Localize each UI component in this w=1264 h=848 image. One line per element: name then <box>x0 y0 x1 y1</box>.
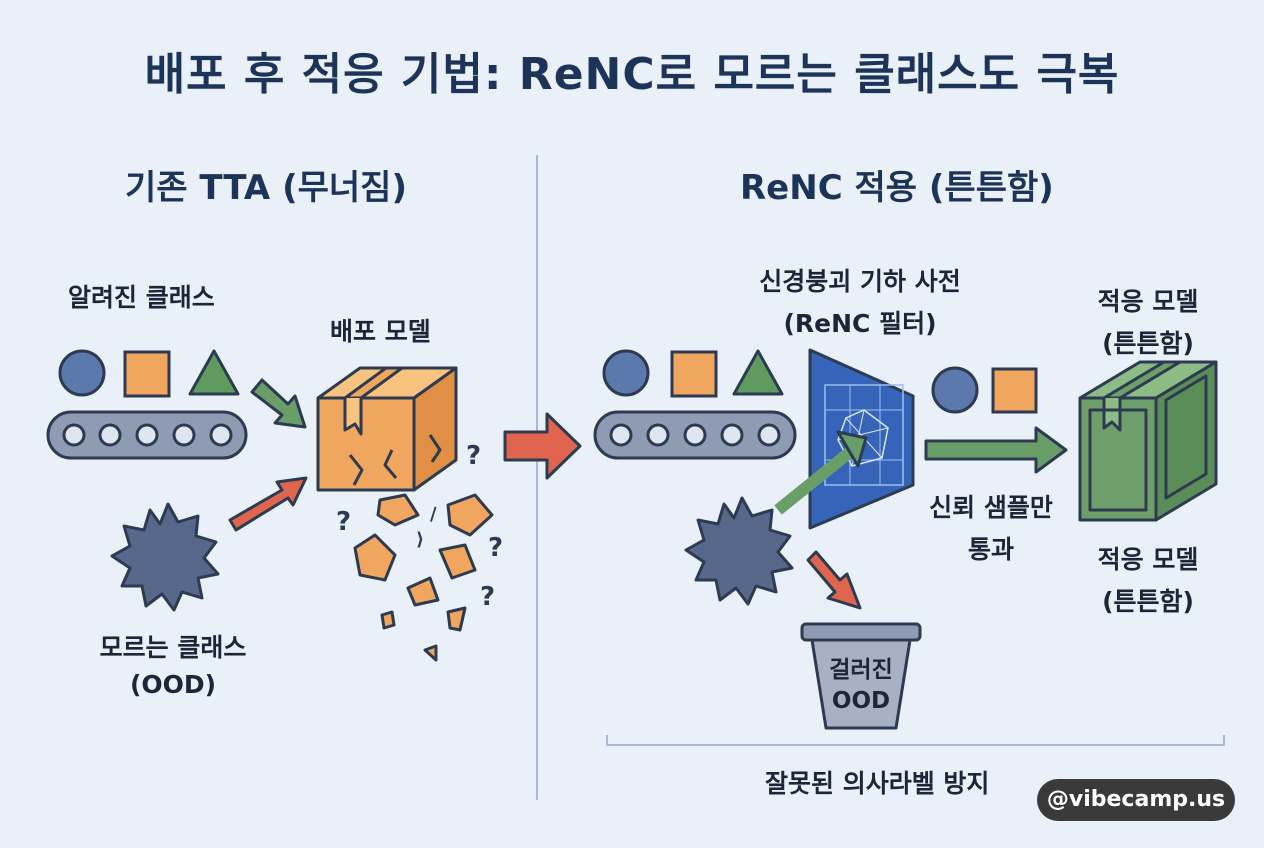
deployed-model-label: 배포 모델 <box>330 317 431 346</box>
page-title: 배포 후 적응 기법: ReNC로 모르는 클래스도 극복 <box>144 49 1120 100</box>
adapted-model-top-line2: (튼튼함) <box>1102 329 1194 358</box>
triangle-shape-icon <box>188 349 240 396</box>
filtered-ood-label: 걸러진 OOD <box>812 650 910 714</box>
svg-text:∕: ∕ <box>430 504 437 525</box>
adapted-model-bottom-line1: 적응 모델 <box>1097 545 1199 574</box>
spiky-ood-icon <box>110 502 220 612</box>
conveyor-belt-icon <box>46 410 248 460</box>
circle-shape-icon <box>58 349 106 397</box>
green-arrow-head-icon <box>836 430 868 468</box>
adapted-model-bottom-line2: (튼튼함) <box>1102 587 1194 616</box>
filter-label-line2: (ReNC 필터) <box>783 309 937 338</box>
prevent-label: 잘못된 의사라벨 방지 <box>765 769 990 798</box>
filtered-ood-line1: 걸러진 <box>829 657 893 683</box>
svg-text:⟩: ⟩ <box>416 529 424 550</box>
pass-label-line2: 통과 <box>967 535 1014 564</box>
bracket-icon <box>606 735 1225 746</box>
filter-label-line1: 신경붕괴 기하 사전 <box>759 267 961 296</box>
green-arrow-icon <box>774 447 854 515</box>
broken-box-icon <box>316 366 458 492</box>
spiky-ood-icon <box>684 496 794 606</box>
square-shape-icon <box>670 350 718 398</box>
svg-text:?: ? <box>488 533 503 563</box>
adapted-box-icon <box>1078 360 1218 522</box>
filter-label: 신경붕괴 기하 사전 (ReNC 필터) <box>740 262 980 340</box>
trash-bin-icon <box>800 622 922 730</box>
circle-shape-icon <box>931 366 979 414</box>
unknown-classes-line1: 모르는 클래스 <box>99 633 247 662</box>
red-arrow-icon <box>228 476 308 532</box>
unknown-classes-line2: (OOD) <box>129 670 217 699</box>
unknown-classes-label: 모르는 클래스 (OOD) <box>78 628 268 699</box>
adapted-model-top-line1: 적응 모델 <box>1097 287 1199 316</box>
svg-text:?: ? <box>466 441 481 471</box>
known-classes-label: 알려진 클래스 <box>68 283 215 312</box>
left-section-heading: 기존 TTA (무너짐) <box>125 168 407 208</box>
svg-text:?: ? <box>336 507 351 537</box>
right-section-heading: ReNC 적용 (튼튼함) <box>740 168 1054 208</box>
pass-label: 신뢰 샘플만 통과 <box>916 488 1066 566</box>
pass-arrow-icon <box>924 426 1068 474</box>
pass-label-line1: 신뢰 샘플만 <box>929 493 1053 522</box>
red-arrow-icon <box>806 550 862 610</box>
adapted-model-top-label: 적응 모델 (튼튼함) <box>1078 282 1218 360</box>
circle-shape-icon <box>602 349 650 397</box>
svg-text:?: ? <box>480 582 495 612</box>
conveyor-belt-icon <box>593 410 797 460</box>
box-shards-icon <box>353 493 494 662</box>
square-shape-icon <box>991 367 1038 414</box>
watermark-badge: @vibecamp.us <box>1037 779 1235 821</box>
adapted-model-bottom-label: 적응 모델 (튼튼함) <box>1078 540 1218 618</box>
triangle-shape-icon <box>732 349 784 396</box>
filtered-ood-line2: OOD <box>831 688 891 714</box>
question-mark-icon: ? ? ? ? ∕ ⟩ <box>336 441 503 612</box>
big-red-arrow-icon <box>503 412 582 480</box>
green-arrow-icon <box>250 378 307 429</box>
square-shape-icon <box>123 350 171 398</box>
